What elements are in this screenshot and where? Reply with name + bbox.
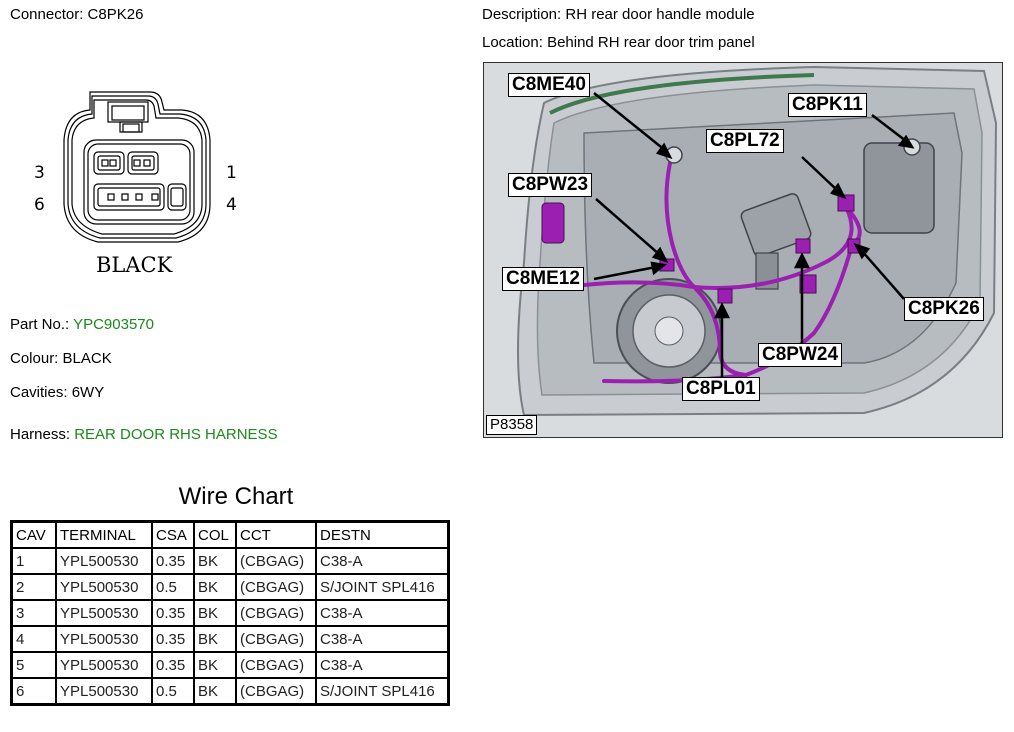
cell-col: BK [193,677,237,706]
connector-color-text: BLACK [96,253,173,277]
image-reference-label: P8358 [486,415,538,435]
cell-cct: (CBGAG) [235,573,317,601]
header-destn: DESTN [315,520,450,549]
cell-cav: 4 [10,625,57,653]
cell-csa: 0.5 [151,573,195,601]
cell-csa: 0.5 [151,677,195,706]
table-header-row: CAV TERMINAL CSA COL CCT DESTN [10,520,450,549]
cell-cav: 6 [10,677,57,706]
cell-destn: C38-A [315,651,450,679]
connector-location-image: C8ME40 C8PK11 C8PL72 C8PW23 C8ME12 C8PK2… [483,62,1003,438]
table-row: 5 YPL500530 0.35 BK (CBGAG) C38-A [10,651,450,679]
header-terminal: TERMINAL [55,520,153,549]
header-cct: CCT [235,520,317,549]
cell-destn: C38-A [315,599,450,627]
callout-c8pl01: C8PL01 [682,377,760,401]
pin-label-3: 3 [34,163,45,183]
header-csa: CSA [151,520,195,549]
colour-value: BLACK [62,350,112,367]
cell-terminal: YPL500530 [55,677,153,706]
cell-cct: (CBGAG) [235,677,317,706]
cell-terminal: YPL500530 [55,651,153,679]
harness-label: Harness: [10,426,71,443]
cavities-label: Cavities: [10,384,68,401]
location-line: Location: Behind RH rear door trim panel [482,34,755,52]
part-number-value[interactable]: YPC903570 [73,316,154,333]
colour-line: Colour: BLACK [10,350,112,368]
harness-line: Harness: REAR DOOR RHS HARNESS [10,426,278,444]
connector-face-diagram: 3 1 6 4 BLACK [34,91,237,277]
cell-col: BK [193,573,237,601]
cavities-value: 6WY [71,384,105,401]
cell-destn: S/JOINT SPL416 [315,677,450,706]
cell-col: BK [193,599,237,627]
harness-value[interactable]: REAR DOOR RHS HARNESS [74,426,278,443]
cell-terminal: YPL500530 [55,599,153,627]
cell-terminal: YPL500530 [55,625,153,653]
cell-cct: (CBGAG) [235,651,317,679]
description-value: RH rear door handle module [565,6,755,23]
part-number-label: Part No.: [10,316,70,333]
callout-c8pk26: C8PK26 [904,297,984,321]
table-row: 2 YPL500530 0.5 BK (CBGAG) S/JOINT SPL41… [10,573,450,601]
connector-id: C8PK26 [87,6,144,23]
header-col: COL [193,520,237,549]
callout-c8me12: C8ME12 [502,267,584,291]
cell-csa: 0.35 [151,625,195,653]
callout-c8pk11: C8PK11 [788,93,867,117]
cell-destn: C38-A [315,625,450,653]
table-row: 4 YPL500530 0.35 BK (CBGAG) C38-A [10,625,450,653]
door-illustration [517,65,998,417]
cell-csa: 0.35 [151,547,195,575]
callout-c8pl72: C8PL72 [706,129,784,153]
table-row: 3 YPL500530 0.35 BK (CBGAG) C38-A [10,599,450,627]
table-row: 6 YPL500530 0.5 BK (CBGAG) S/JOINT SPL41… [10,677,450,706]
cell-col: BK [193,547,237,575]
location-label: Location: [482,34,543,51]
cell-cav: 3 [10,599,57,627]
cell-terminal: YPL500530 [55,547,153,575]
cell-cav: 2 [10,573,57,601]
cell-destn: S/JOINT SPL416 [315,573,450,601]
pin-label-1: 1 [226,163,237,183]
description-label: Description: [482,6,562,23]
cell-cav: 1 [10,547,57,575]
cell-cct: (CBGAG) [235,625,317,653]
cell-csa: 0.35 [151,651,195,679]
pin-label-4: 4 [226,195,237,215]
part-number-line: Part No.: YPC903570 [10,316,154,334]
header-cav: CAV [10,520,57,549]
cell-csa: 0.35 [151,599,195,627]
cell-col: BK [193,625,237,653]
cavities-line: Cavities: 6WY [10,384,104,402]
cell-col: BK [193,651,237,679]
cell-terminal: YPL500530 [55,573,153,601]
cell-cct: (CBGAG) [235,599,317,627]
description-line: Description: RH rear door handle module [482,6,755,24]
cell-cct: (CBGAG) [235,547,317,575]
connector-heading: Connector: C8PK26 [10,6,143,24]
callout-c8pw24: C8PW24 [758,343,843,367]
callout-c8pw23: C8PW23 [508,173,593,197]
pin-label-6: 6 [34,195,45,215]
wire-chart-table: CAV TERMINAL CSA COL CCT DESTN 1 YPL5005… [10,520,450,706]
cell-destn: C38-A [315,547,450,575]
table-row: 1 YPL500530 0.35 BK (CBGAG) C38-A [10,547,450,575]
location-value: Behind RH rear door trim panel [547,34,755,51]
connector-label: Connector: [10,6,84,23]
cell-cav: 5 [10,651,57,679]
callout-c8me40: C8ME40 [508,73,590,97]
wire-chart-title: Wire Chart [178,483,294,510]
colour-label: Colour: [10,350,59,367]
